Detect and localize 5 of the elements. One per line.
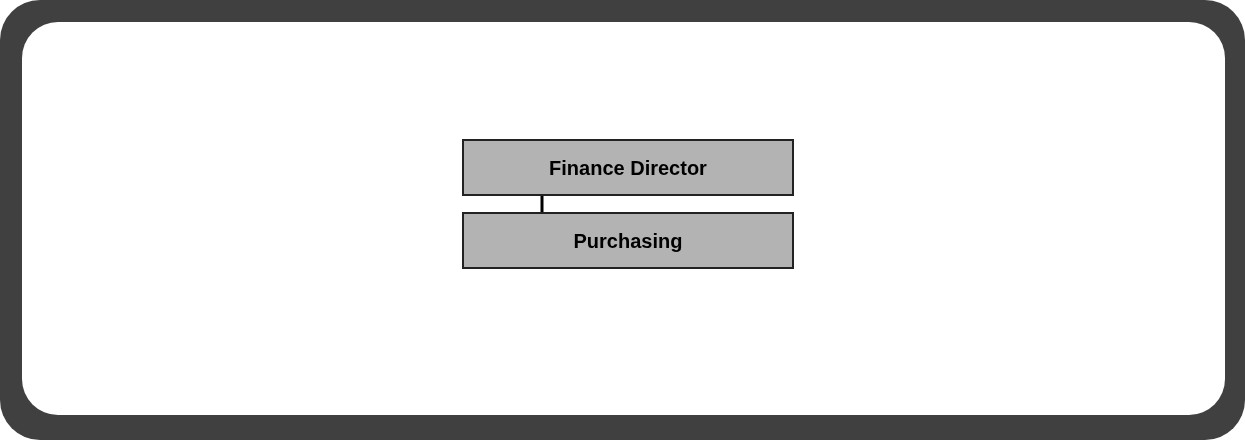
role-box [462, 212, 794, 269]
role-title: Purchasing [573, 228, 683, 254]
connector-line [540, 196, 544, 212]
role-title: Finance Director [549, 155, 707, 181]
role-box [462, 139, 794, 196]
